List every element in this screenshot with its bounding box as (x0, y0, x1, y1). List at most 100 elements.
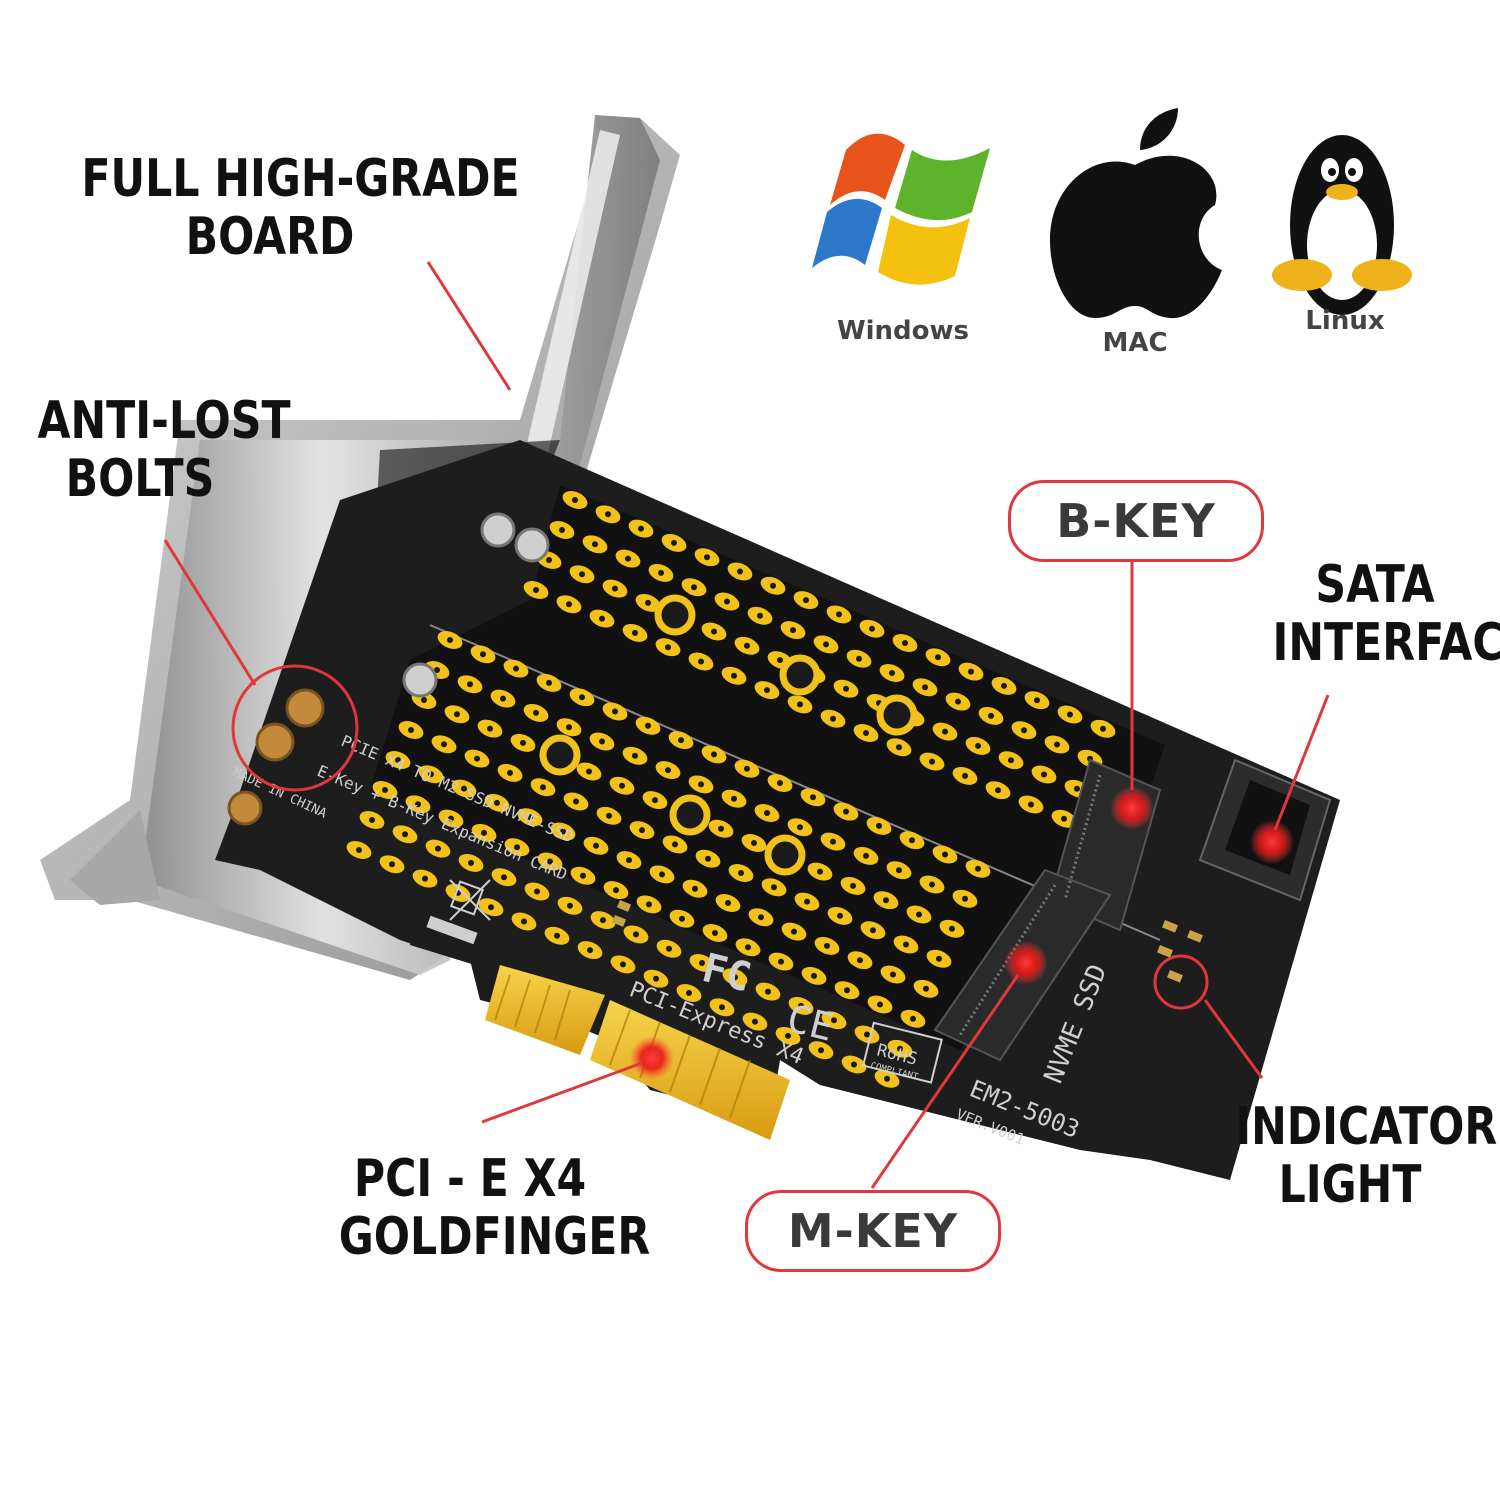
gold-pad-hole (850, 882, 856, 889)
gold-pad-hole (936, 955, 942, 962)
smd-components (612, 900, 1203, 983)
gold-pad-hole (790, 627, 796, 634)
gold-pad-hole (441, 741, 447, 748)
gold-pad-hole (863, 730, 869, 736)
windows-logo-icon (812, 133, 990, 285)
gold-pad-hole (639, 827, 645, 834)
gold-pad-hole (995, 787, 1001, 794)
gold-pad-hole (592, 541, 598, 548)
gold-pad-hole (678, 737, 684, 744)
gold-pad-hole (817, 868, 823, 875)
gold-pad-hole (830, 715, 836, 722)
gold-pad-hole (467, 681, 473, 688)
gold-pad-hole (579, 694, 585, 701)
gold-pad-hole (897, 1045, 903, 1052)
gold-pad-hole (540, 784, 546, 791)
gold-pad-hole (606, 812, 612, 819)
gold-pad-hole (890, 971, 896, 978)
gold-pad-hole (902, 640, 908, 646)
gold-pad-hole (435, 845, 441, 852)
gold-pad-hole (488, 904, 494, 911)
gold-pad-hole (770, 582, 776, 589)
gold-pad-hole (1028, 801, 1034, 808)
gold-pad-hole (605, 511, 611, 518)
mount-ring (654, 594, 696, 636)
gold-pad-hole (625, 555, 631, 562)
gold-pad-hole (593, 842, 599, 849)
gold-pad-hole (659, 871, 665, 878)
gold-pad-hole (896, 867, 902, 874)
gold-pad-hole (704, 554, 710, 561)
gold-pad-hole (975, 865, 981, 872)
gold-pad-hole (870, 927, 876, 934)
gold-pad-hole (389, 861, 395, 868)
gold-pad-hole (889, 670, 895, 676)
gold-pad-hole (638, 525, 644, 532)
gold-pad-hole (481, 829, 487, 836)
gold-pad-hole (671, 539, 677, 546)
gold-pad-hole (962, 772, 968, 779)
gold-pad-hole (942, 851, 948, 858)
gold-pad-hole (903, 941, 909, 948)
gold-pad-hole (559, 527, 565, 533)
gold-pad-hole (665, 644, 671, 651)
gold-pad-hole (916, 911, 922, 918)
gold-pad-hole (857, 957, 863, 964)
callout-markers (231, 664, 1294, 1080)
gold-pad-hole (546, 679, 552, 686)
gold-pad-hole (645, 722, 651, 729)
gold-pad-hole (864, 1031, 870, 1038)
gold-pad-hole (533, 709, 539, 716)
gold-pad-hole (1100, 725, 1106, 732)
gold-pad-hole (844, 987, 850, 994)
mount-ring (669, 794, 711, 836)
gold-pad-hole (560, 828, 566, 835)
gold-pad-hole (587, 947, 593, 954)
gold-pad-hole (818, 1047, 824, 1054)
gold-pad-hole (798, 1002, 804, 1009)
gold-pad-hole (527, 814, 533, 821)
gold-pad-hole (434, 667, 440, 673)
ce-mark: CE (783, 996, 838, 1050)
gold-pad-hole (922, 684, 928, 691)
gold-pad-hole (929, 881, 935, 888)
gold-pad-hole (1074, 785, 1080, 792)
gold-pad-hole (546, 557, 552, 563)
gold-pad-hole (738, 870, 744, 876)
gold-pad-hole (533, 587, 539, 593)
gold-pad-hole (580, 872, 586, 879)
gold-pad-hole (803, 597, 809, 604)
gold-pad-hole (572, 497, 578, 503)
gold-pad-hole (731, 795, 737, 802)
apple-logo-icon (1050, 108, 1222, 319)
gold-pad-hole (500, 695, 506, 702)
gold-pad-hole (422, 875, 428, 882)
linux-label: Linux (1305, 306, 1385, 336)
gold-pad-hole (731, 672, 737, 679)
gold-pad-hole (869, 625, 875, 632)
gold-pad-hole (487, 725, 493, 732)
gold-pad-hole (415, 801, 421, 808)
gold-pad-hole (712, 930, 718, 936)
gold-pad-hole (566, 601, 572, 608)
gold-pad-hole (942, 728, 948, 735)
gold-pad-hole (566, 724, 572, 731)
gold-pad-hole (619, 782, 625, 789)
gold-pad-hole (600, 917, 606, 924)
linux-tux-icon (1272, 135, 1412, 315)
gold-pad-hole (863, 852, 869, 859)
gold-pad-hole (626, 857, 632, 864)
gold-pad-hole (778, 958, 784, 965)
gold-pad-grid (346, 491, 1116, 1088)
gold-pad-hole (777, 780, 783, 786)
gold-pad-hole (633, 931, 639, 938)
gold-pad-hole (672, 841, 678, 848)
gold-pad-hole (884, 1075, 890, 1082)
gold-pad-hole (744, 642, 750, 649)
gold-pad-hole (494, 799, 500, 806)
gold-pad-hole (599, 738, 605, 745)
gold-pad-hole (955, 698, 961, 705)
